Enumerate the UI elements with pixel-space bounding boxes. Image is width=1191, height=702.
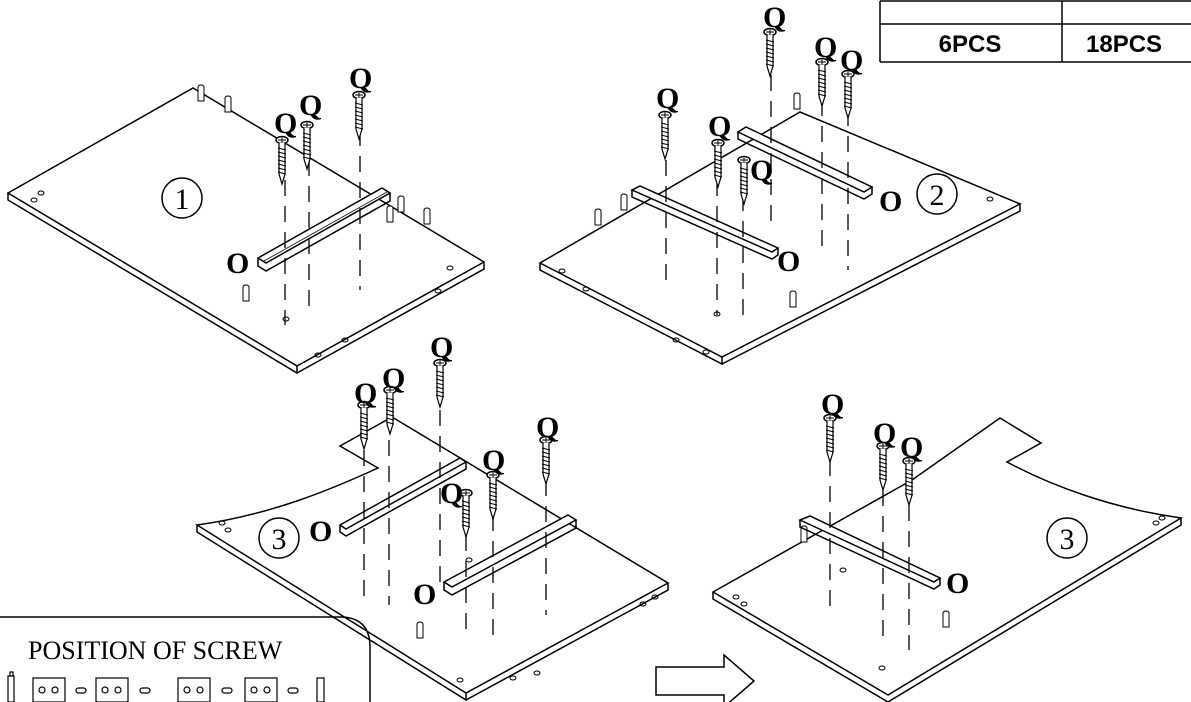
rail — [256, 187, 392, 272]
screw-label: Q — [814, 31, 837, 64]
panel-step-3-right: 3 O Q Q Q — [711, 388, 1184, 702]
qty-rail-cell: 6PCS — [939, 31, 1002, 58]
screw-label: Q — [299, 89, 322, 122]
rail — [442, 514, 578, 596]
screw-label: Q — [349, 62, 372, 95]
rail — [736, 126, 874, 200]
qty-screw-cell: 18PCS — [1086, 31, 1162, 58]
screw-label: Q — [763, 1, 786, 34]
rail-label: O — [413, 578, 436, 611]
screw-label: Q — [900, 431, 923, 464]
screw-position-box: POSITION OF SCREW — [0, 616, 371, 702]
rail — [630, 185, 780, 260]
screw-label: Q — [750, 154, 773, 187]
parts-table: 6PCS 18PCS — [879, 0, 1191, 63]
screw-label: Q — [430, 331, 453, 364]
panel-step-3-left: 3 O O Q Q Q Q Q Q — [194, 331, 670, 702]
rail — [798, 515, 942, 590]
screw-label: Q — [354, 377, 377, 410]
panel-number-2: 2 — [930, 179, 945, 212]
rail-label: O — [226, 247, 249, 280]
screw-label: Q — [656, 82, 679, 115]
rail-label: O — [879, 185, 902, 218]
panel-step-2: 2 O O Q Q Q Q Q Q — [538, 1, 1022, 366]
rail — [338, 457, 468, 537]
screw-label: Q — [840, 44, 863, 77]
screw-label: Q — [274, 107, 297, 140]
panel-number-3: 3 — [1060, 523, 1075, 556]
next-step-arrow — [655, 653, 756, 702]
panel-number-3: 3 — [272, 523, 287, 556]
screw-label: Q — [482, 444, 505, 477]
screw-label: Q — [821, 388, 844, 421]
panel-number-1: 1 — [175, 183, 190, 216]
screw-label: Q — [536, 411, 559, 444]
screw-label: Q — [382, 362, 405, 395]
rail-label: O — [777, 245, 800, 278]
screw-position-title: POSITION OF SCREW — [28, 636, 283, 665]
screw-label: Q — [873, 417, 896, 450]
screw-label: Q — [708, 110, 731, 143]
rail-label: O — [946, 567, 969, 600]
panel-step-1: 1 O Q Q Q — [6, 62, 486, 375]
screw-label: Q — [440, 477, 463, 510]
rail-hole-pattern — [7, 671, 325, 702]
rail-label: O — [309, 515, 332, 548]
